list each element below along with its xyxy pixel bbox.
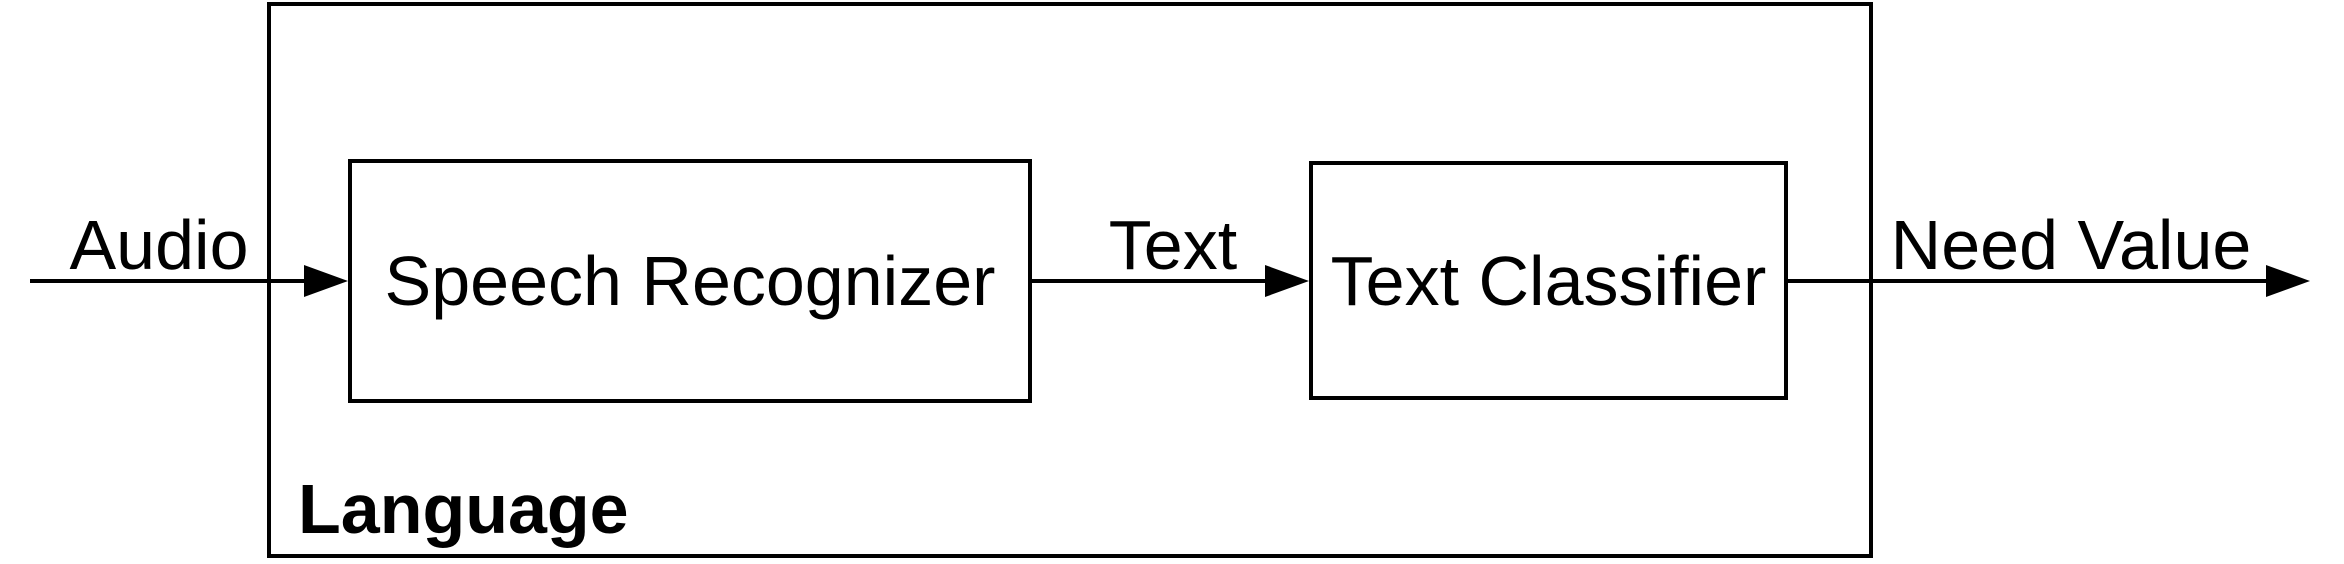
text-arrow-line (1032, 279, 1270, 283)
language-group-label: Language (298, 470, 629, 548)
node-text-classifier: Text Classifier (1309, 161, 1788, 400)
audio-arrow-line (30, 279, 308, 283)
text-arrowhead-icon (1265, 265, 1309, 297)
text-classifier-label: Text Classifier (1330, 241, 1767, 320)
need-value-arrow-line (1788, 279, 2270, 283)
need-value-arrowhead-icon (2266, 265, 2310, 297)
text-edge-label: Text (1108, 206, 1238, 284)
need-value-edge-label: Need Value (1890, 206, 2252, 284)
audio-arrowhead-icon (304, 265, 348, 297)
audio-edge-label: Audio (69, 206, 249, 284)
speech-recognizer-label: Speech Recognizer (384, 242, 996, 320)
node-speech-recognizer: Speech Recognizer (348, 159, 1032, 403)
